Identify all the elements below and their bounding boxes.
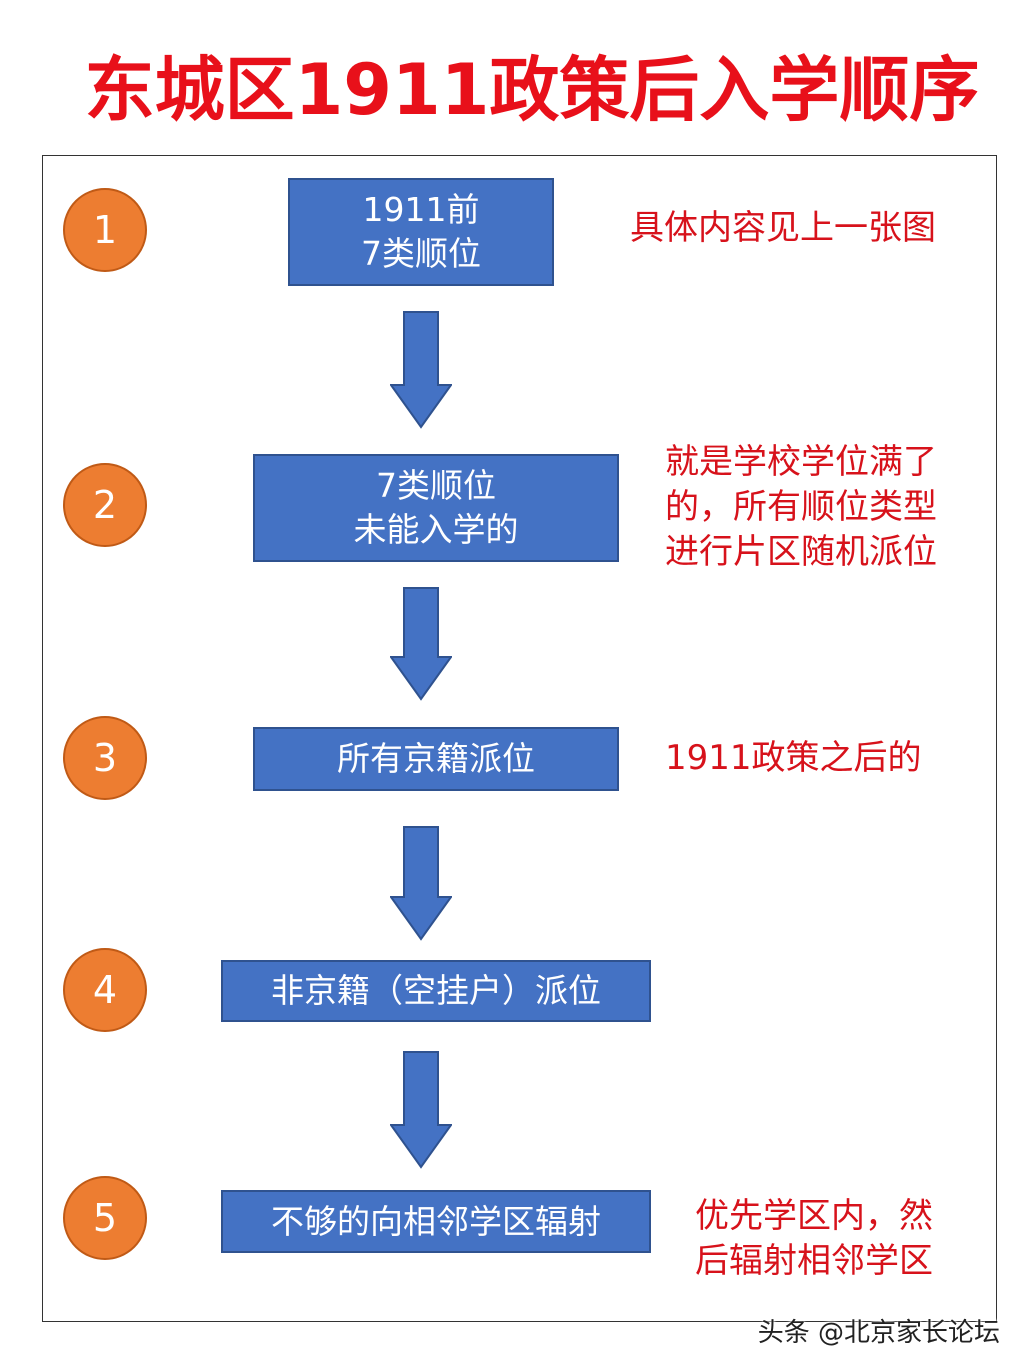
diagram-frame	[42, 155, 997, 1322]
note-line: 后辐射相邻学区	[695, 1241, 933, 1281]
down-arrow-icon	[390, 1051, 452, 1169]
down-arrow-icon	[390, 826, 452, 941]
step-5-note: 优先学区内，然 后辐射相邻学区	[695, 1194, 933, 1284]
step-2-line-2: 未能入学的	[353, 510, 519, 549]
step-1-note: 具体内容见上一张图	[630, 206, 936, 251]
step-4-line-1: 非京籍（空挂户）派位	[271, 971, 601, 1010]
note-line: 1911政策之后的	[665, 738, 922, 778]
step-2-line-1: 7类顺位	[376, 466, 496, 505]
step-1-badge: 1	[63, 188, 147, 272]
note-line: 具体内容见上一张图	[630, 208, 936, 248]
note-line: 的，所有顺位类型	[665, 487, 937, 527]
down-arrow-icon	[390, 587, 452, 701]
step-4-badge: 4	[63, 948, 147, 1032]
step-1-line-2: 7类顺位	[361, 234, 481, 273]
step-5-box: 不够的向相邻学区辐射	[221, 1190, 651, 1253]
note-line: 优先学区内，然	[695, 1196, 933, 1236]
step-2-note: 就是学校学位满了 的，所有顺位类型 进行片区随机派位	[665, 440, 937, 575]
note-line: 就是学校学位满了	[665, 442, 937, 482]
step-1-box: 1911前 7类顺位	[288, 178, 554, 286]
step-3-badge: 3	[63, 716, 147, 800]
step-5-line-1: 不够的向相邻学区辐射	[271, 1201, 601, 1241]
step-1-line-1: 1911前	[362, 190, 480, 229]
note-line: 进行片区随机派位	[665, 532, 937, 572]
watermark: 头条 @北京家长论坛	[757, 1318, 1000, 1348]
step-4-box: 非京籍（空挂户）派位	[221, 960, 651, 1022]
step-2-badge: 2	[63, 463, 147, 547]
step-3-note: 1911政策之后的	[665, 736, 922, 781]
step-3-line-1: 所有京籍派位	[337, 739, 535, 778]
step-5-badge: 5	[63, 1176, 147, 1260]
step-2-box: 7类顺位 未能入学的	[253, 454, 619, 562]
down-arrow-icon	[390, 311, 452, 429]
page-title: 东城区1911政策后入学顺序	[84, 49, 980, 131]
step-3-box: 所有京籍派位	[253, 727, 619, 791]
